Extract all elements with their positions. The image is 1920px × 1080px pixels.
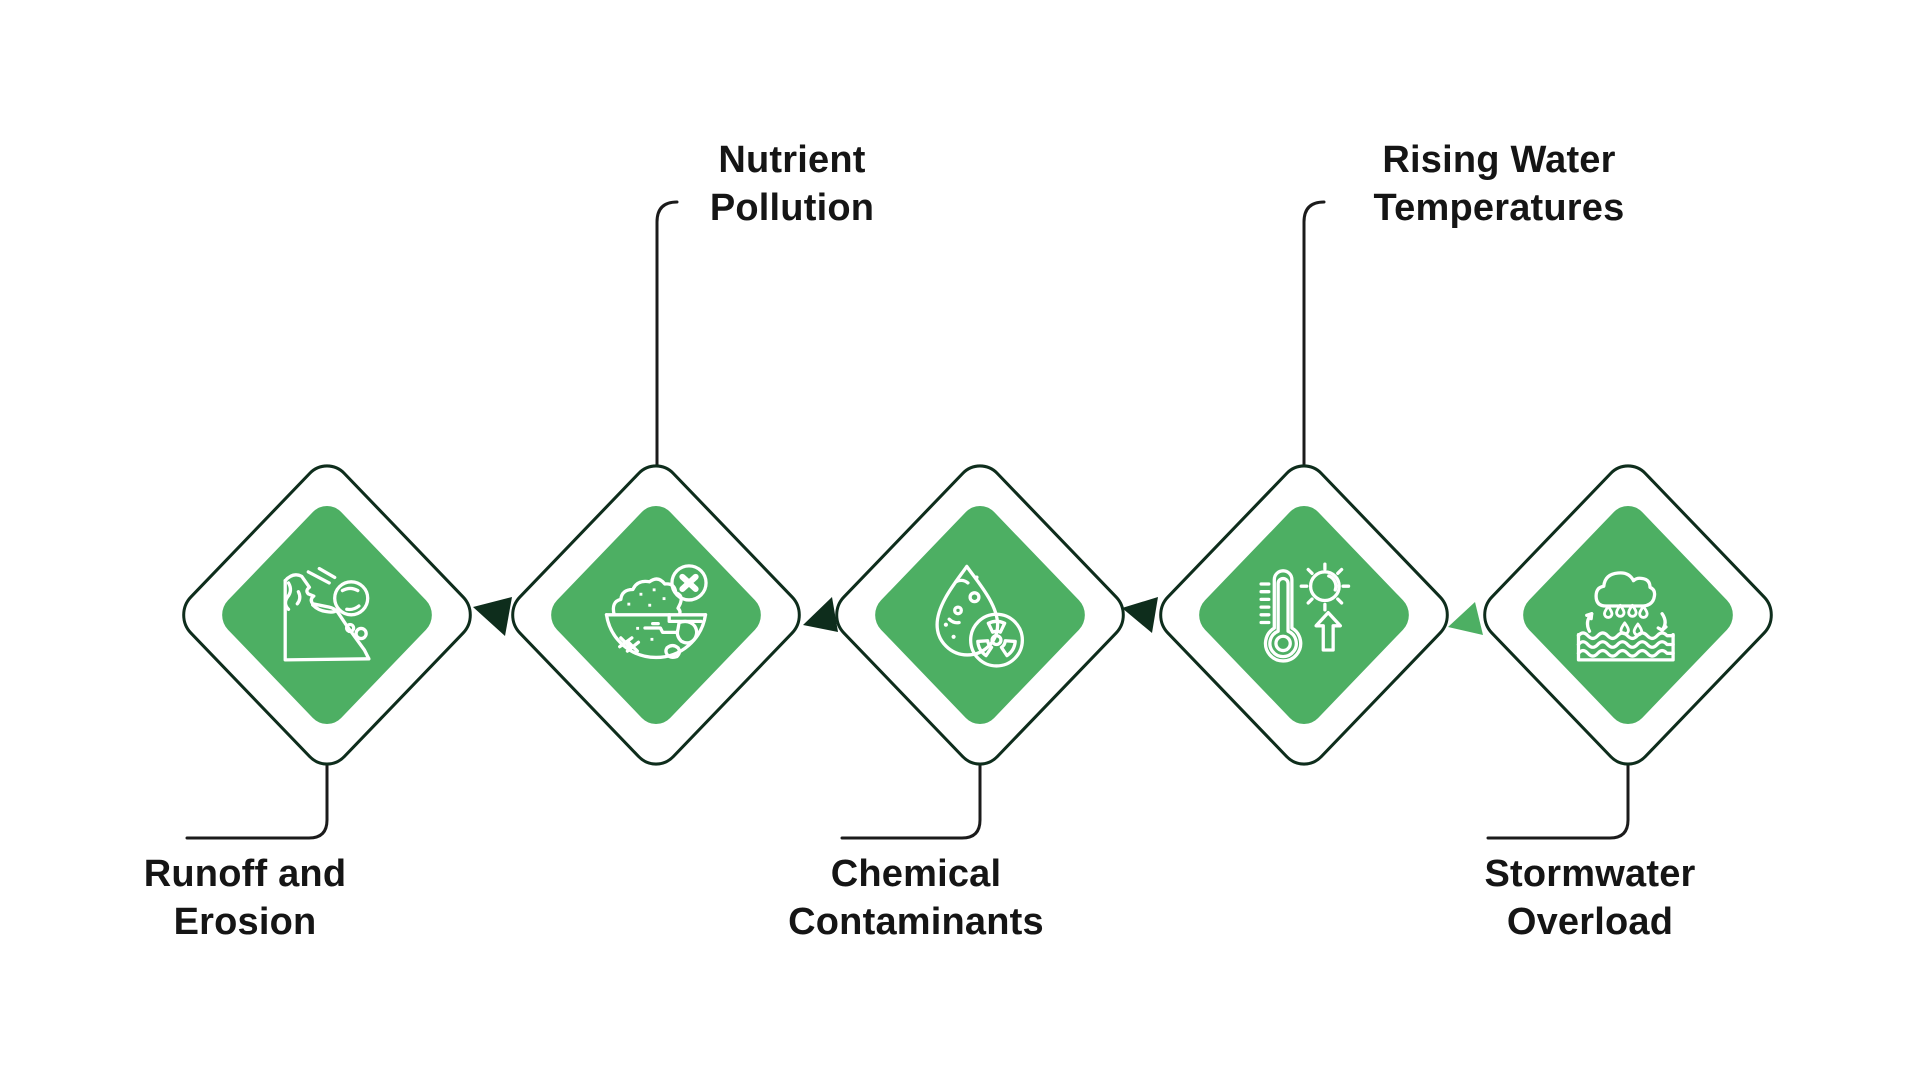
step-label-nutrient-pollution: Nutrient Pollution [562, 136, 1022, 232]
label-line: Rising Water [1382, 139, 1616, 181]
step-label-stormwater-overload: Stormwater Overload [1360, 850, 1820, 946]
step-label-rising-water-temperatures: Rising Water Temperatures [1269, 136, 1729, 232]
stormwater-overload-icon [1576, 571, 1675, 662]
label-line: Chemical [830, 853, 1002, 895]
step-label-runoff-erosion: Runoff and Erosion [15, 850, 475, 946]
step-label-chemical-contaminants: Chemical Contaminants [686, 850, 1146, 946]
flow-arrow-2 [803, 597, 838, 632]
connector-nutrient-pollution [655, 200, 679, 471]
label-line: Erosion [173, 901, 317, 943]
connector-rising-water-temperatures [1302, 200, 1326, 471]
runoff-erosion-icon [283, 566, 371, 662]
flow-arrow-3 [1122, 597, 1158, 633]
label-line: Temperatures [1373, 187, 1625, 229]
label-line: Pollution [709, 187, 875, 229]
nutrient-pollution-icon [604, 564, 708, 660]
label-line: Stormwater [1484, 853, 1696, 895]
chemical-contaminants-icon [935, 564, 1024, 668]
label-line: Runoff and [143, 853, 347, 895]
flow-arrow-4 [1448, 602, 1483, 635]
label-line: Overload [1506, 901, 1674, 943]
connector-stormwater-overload [1486, 760, 1630, 840]
connector-runoff-erosion [185, 760, 329, 840]
label-line: Contaminants [788, 901, 1044, 943]
rising-water-temperatures-icon [1259, 562, 1351, 663]
flow-arrow-1 [473, 597, 512, 636]
connector-chemical-contaminants [840, 760, 982, 840]
label-line: Nutrient [718, 139, 866, 181]
